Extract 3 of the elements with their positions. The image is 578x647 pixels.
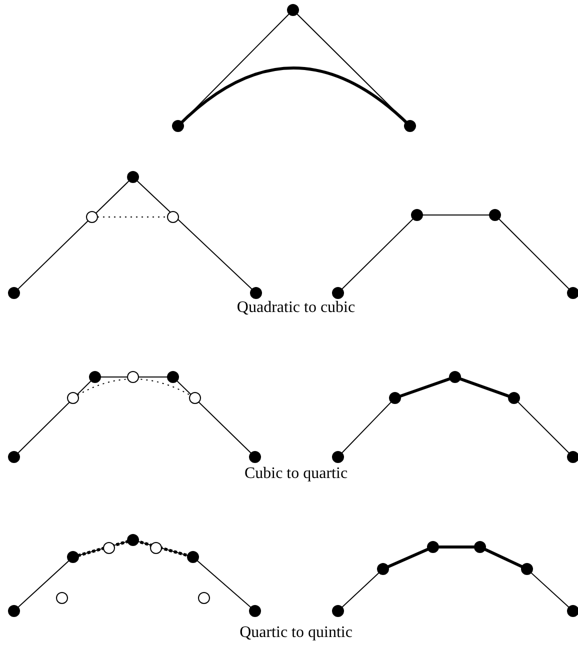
caption: Cubic to quartic — [244, 465, 348, 483]
caption: Quartic to quintic — [240, 624, 352, 642]
caption: Quadratic to cubic — [236, 299, 356, 317]
